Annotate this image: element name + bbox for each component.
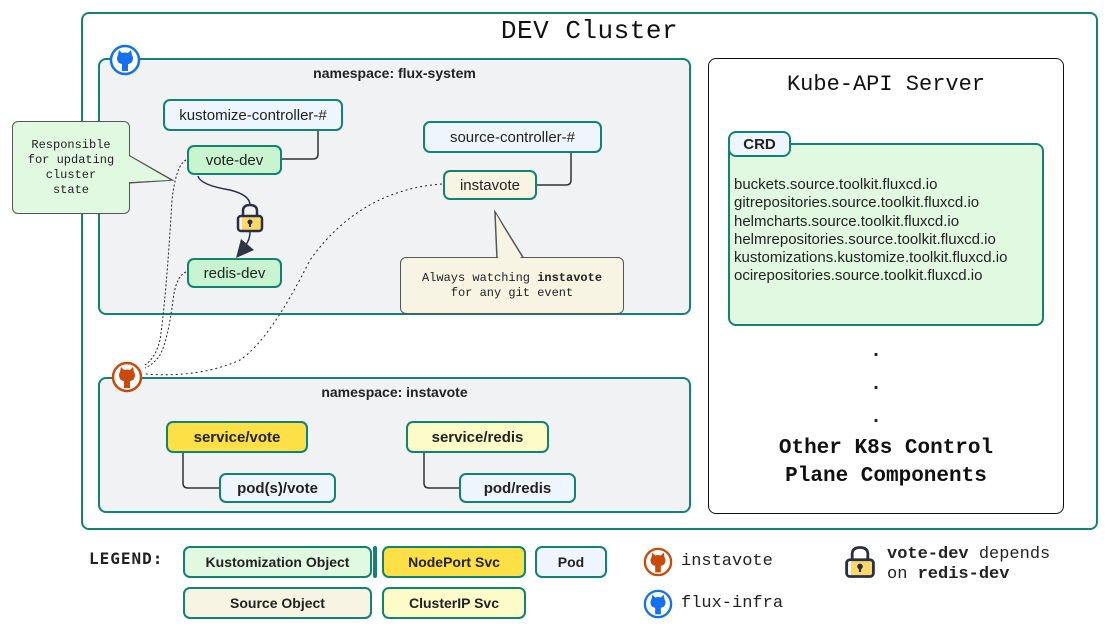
dependency-line-2: on redis-dev	[887, 565, 1010, 584]
source-to-instavote-line	[537, 152, 572, 186]
service-vote-node: service/vote	[166, 421, 308, 453]
callout-line: state	[52, 182, 89, 197]
github-icon-flux-infra	[109, 44, 141, 76]
crd-item: ocirepositories.source.toolkit.fluxcd.io	[734, 267, 983, 285]
lock-icon	[236, 203, 264, 233]
watching-line-1: Always watching instavote	[421, 270, 603, 285]
service-redis-to-pod-line	[423, 452, 460, 489]
other-line-1: Other K8s Control	[778, 437, 994, 460]
service-redis-node: service/redis	[406, 421, 549, 453]
pod-redis-node: pod/redis	[459, 473, 576, 503]
legend-instavote-label: instavote	[681, 552, 773, 571]
vote-dev-to-lock-line	[197, 175, 251, 206]
legend-kustomization: Kustomization Object	[183, 546, 372, 578]
callout-line: Responsible	[31, 137, 111, 152]
ellipsis-dot: .	[870, 373, 883, 396]
crd-item: gitrepositories.source.toolkit.fluxcd.io	[734, 194, 980, 212]
watching-callout-tail-cover	[496, 214, 522, 260]
source-controller-node: source-controller-#	[423, 121, 602, 153]
crd-list: buckets.source.toolkit.fluxcd.io gitrepo…	[734, 176, 1007, 286]
crd-panel	[728, 143, 1044, 326]
vote-dev-kustomization: vote-dev	[187, 145, 282, 175]
instavote-repo-to-vote-dev-link	[142, 159, 187, 367]
cluster-title: DEV Cluster	[500, 16, 679, 46]
dependency-line-1: vote-dev depends	[887, 545, 1051, 564]
legend-spacer	[373, 546, 377, 578]
pods-vote-node: pod(s)/vote	[219, 473, 336, 503]
responsible-callout-tail-cover	[129, 156, 170, 182]
redis-dev-kustomization: redis-dev	[187, 258, 282, 288]
crd-item: helmrepositories.source.toolkit.fluxcd.i…	[734, 230, 996, 248]
ellipsis-dot: .	[870, 406, 883, 429]
instavote-source-node: instavote	[443, 170, 537, 200]
crd-label: CRD	[728, 131, 791, 157]
responsible-callout: Responsible for updating cluster state	[12, 121, 130, 214]
crd-item: kustomizations.kustomize.toolkit.fluxcd.…	[734, 249, 1008, 267]
legend-nodeport: NodePort Svc	[382, 546, 526, 578]
kube-api-server-title: Kube-API Server	[786, 72, 986, 97]
crd-item: buckets.source.toolkit.fluxcd.io	[734, 176, 938, 193]
watching-callout: Always watching instavote for any git ev…	[400, 257, 624, 314]
ellipsis-dot: .	[870, 340, 883, 363]
legend-pod: Pod	[535, 546, 607, 578]
legend-flux-infra-label: flux-infra	[681, 594, 784, 613]
namespace-instavote-title: namespace: instavote	[321, 384, 468, 400]
other-components-label: Other K8s Control Plane Components	[708, 435, 1064, 491]
other-line-2: Plane Components	[785, 465, 987, 488]
callout-line: for updating	[27, 152, 115, 167]
legend-label: LEGEND:	[89, 549, 164, 568]
kustomize-controller-node: kustomize-controller-#	[163, 99, 343, 131]
instavote-source-to-repo-link	[144, 183, 443, 376]
legend-lock-icon	[845, 546, 875, 578]
legend-dependency-text: vote-dev depends on redis-dev	[887, 545, 1050, 585]
legend-clusterip: ClusterIP Svc	[382, 587, 526, 619]
legend-source: Source Object	[183, 587, 372, 619]
legend-github-icon-instavote	[643, 547, 673, 577]
callout-line: cluster	[45, 167, 97, 182]
instavote-repo-to-redis-dev-link	[144, 271, 187, 369]
watching-line-2: for any git event	[450, 285, 574, 300]
github-icon-instavote	[111, 361, 143, 393]
crd-item: helmcharts.source.toolkit.fluxcd.io	[734, 212, 960, 230]
service-vote-to-pod-line	[182, 452, 220, 489]
legend-github-icon-flux-infra	[643, 589, 673, 619]
kustomize-to-vote-dev-line	[281, 129, 319, 160]
dependency-arrowhead	[236, 239, 254, 258]
namespace-flux-system-title: namespace: flux-system	[313, 65, 476, 81]
